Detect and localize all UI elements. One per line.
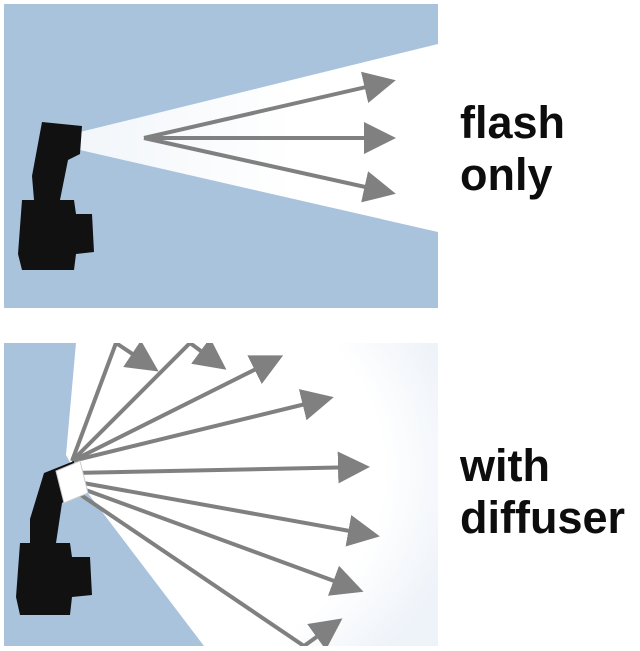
caption-line: only — [460, 149, 553, 200]
flash-only-diagram — [4, 4, 438, 308]
caption-line: with — [460, 440, 550, 491]
arrow — [70, 343, 227, 463]
arrow — [71, 451, 370, 484]
with-diffuser-caption: with diffuser — [460, 440, 625, 544]
arrow — [71, 355, 284, 463]
flash-only-panel — [4, 4, 438, 308]
flash-head-icon — [32, 122, 82, 200]
arrow — [70, 343, 159, 462]
arrow — [71, 389, 334, 463]
caption-line: diffuser — [460, 492, 626, 543]
arrow — [143, 136, 396, 203]
arrow — [71, 483, 364, 596]
camera-silhouette-icon — [18, 122, 94, 270]
with-diffuser-diagram — [4, 343, 438, 646]
with-diffuser-panel — [4, 343, 438, 646]
arrow — [70, 487, 343, 646]
arrow — [143, 71, 396, 140]
arrow-fan — [70, 343, 380, 646]
arrow — [71, 479, 380, 547]
flash-only-caption: flash only — [460, 97, 565, 201]
caption-line: flash — [460, 97, 566, 148]
diffuser-icon — [55, 460, 89, 504]
